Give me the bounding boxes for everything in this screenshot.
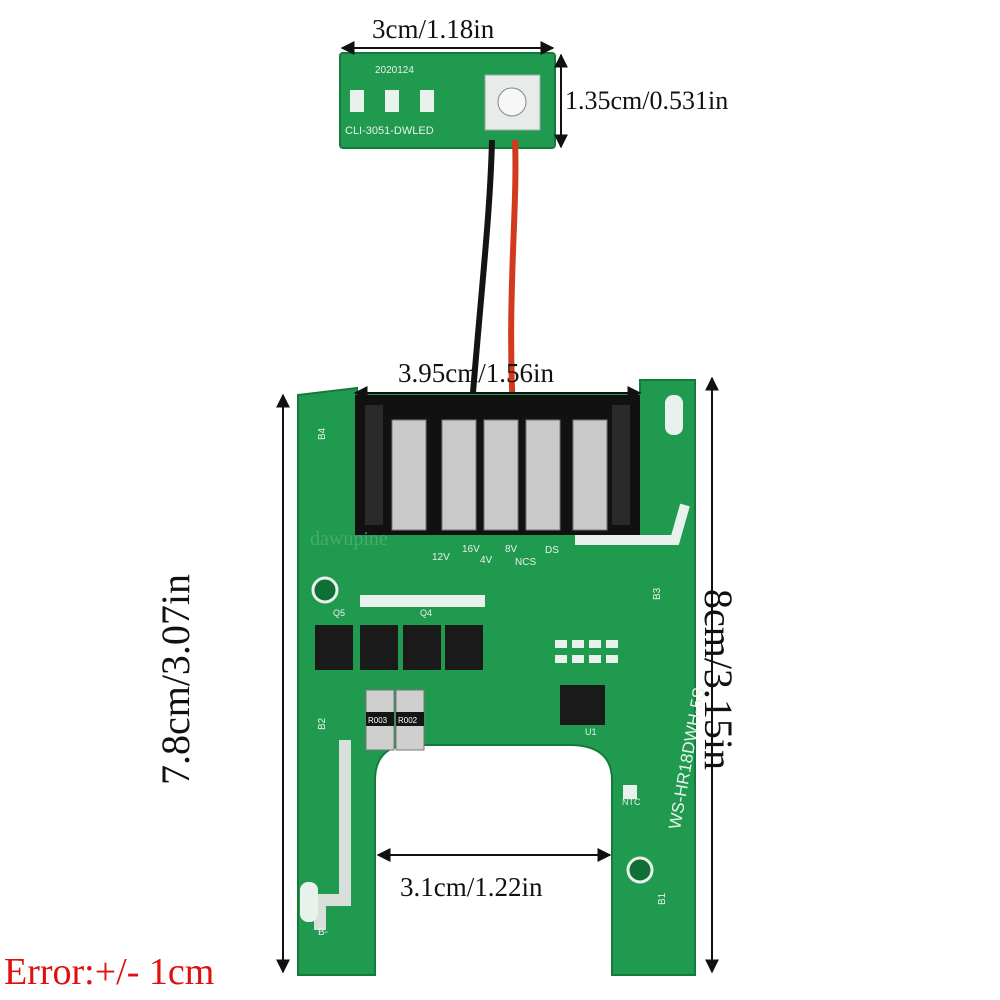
pad-label-ntc: NTC [622, 797, 641, 807]
slot-width-label: 3.1cm/1.22in [400, 872, 543, 902]
watermark: dawupine [310, 528, 388, 550]
error-note: Error:+/- 1cm [4, 951, 215, 993]
mosfet-label-q4: Q4 [420, 608, 432, 618]
led-pad-d2 [385, 90, 399, 112]
terminal-label-16v: 16V [462, 544, 480, 555]
bms-ic [560, 685, 605, 725]
terminal-label-4v: 4V [480, 555, 493, 566]
led-board: CLI-3051-DWLED 2020124 [339, 52, 556, 149]
mounting-hole-right [626, 856, 654, 884]
led-pad-d1 [350, 90, 364, 112]
connector-width-label: 3.95cm/1.56in [398, 358, 554, 388]
terminal-label-ds: DS [545, 545, 559, 556]
mounting-hole-left [311, 576, 339, 604]
pad-label-b1: B1 [657, 892, 668, 905]
terminal-label-ncs: NCS [515, 557, 536, 568]
led-board-height-label: 1.35cm/0.531in [565, 86, 729, 115]
main-board: R003 R002 12V 16V 4V 8V NCS DS dawupine … [297, 379, 709, 976]
board-right-height-label: 8cm/3.15in [696, 588, 742, 771]
mosfet-array [315, 625, 483, 670]
terminal-label-8v: 8V [505, 544, 518, 555]
pad-label-b4: B4 [317, 427, 328, 440]
terminal-label-12v: 12V [432, 552, 450, 563]
resistor-label-2: R002 [398, 716, 418, 725]
pad-label-b-minus: B- [318, 927, 328, 938]
resistor-label-1: R003 [368, 716, 388, 725]
push-button-icon [497, 87, 527, 117]
led-board-model: CLI-3051-DWLED [345, 125, 434, 137]
battery-terminals [391, 419, 608, 531]
led-board-width-label: 3cm/1.18in [372, 14, 495, 44]
mosfet-label-q5: Q5 [333, 608, 345, 618]
board-left-height-label: 7.8cm/3.07in [153, 573, 199, 786]
led-board-date: 2020124 [375, 65, 414, 76]
pad-label-b3: B3 [652, 587, 663, 600]
ic-label-u1: U1 [585, 727, 597, 737]
pad-label-b2: B2 [317, 717, 328, 730]
dimension-lines [276, 41, 719, 974]
led-pad-d3 [420, 90, 434, 112]
